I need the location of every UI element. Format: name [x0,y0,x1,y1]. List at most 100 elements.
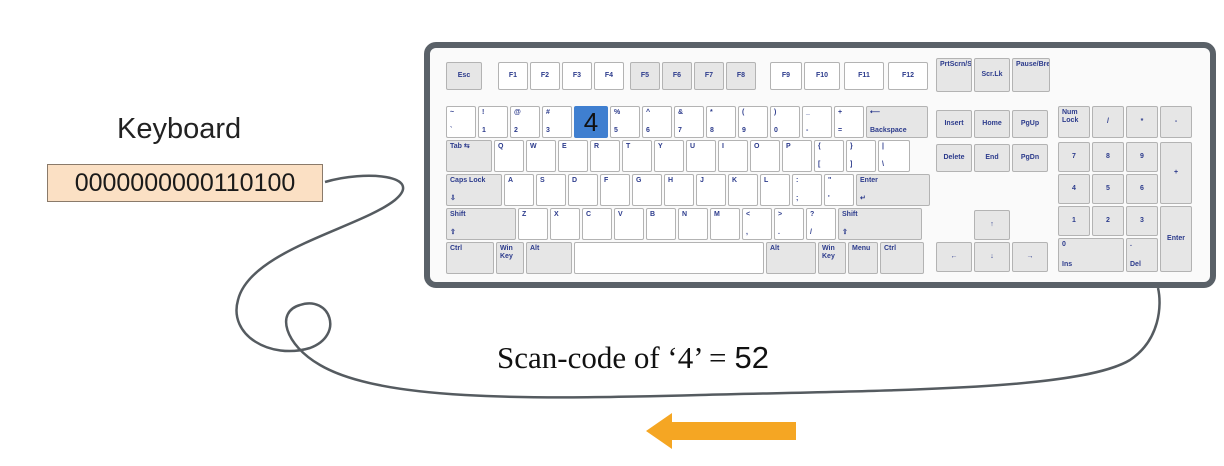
key-alt[interactable]: Alt [526,242,572,274]
key-win-key[interactable]: Win Key [818,242,846,274]
key-f5[interactable]: F5 [630,62,660,90]
key-w[interactable]: W [526,140,556,172]
key-[interactable]: ^6 [642,106,672,138]
key-[interactable]: "' [824,174,854,206]
key-[interactable]: → [1012,242,1048,272]
key-o[interactable]: O [750,140,780,172]
key-enter[interactable]: Enter [1160,206,1192,272]
key-[interactable]: - [1160,106,1192,138]
key-win-key[interactable]: Win Key [496,242,524,274]
key-enter[interactable]: Enter↵ [856,174,930,206]
key-[interactable]: @2 [510,106,540,138]
key-prtscrn-sysrq[interactable]: PrtScrn/SysRq [936,58,972,92]
key-caps-lock[interactable]: Caps Lock⇩ [446,174,502,206]
key-f9[interactable]: F9 [770,62,802,90]
key-end[interactable]: End [974,144,1010,172]
key-ctrl[interactable]: Ctrl [446,242,494,274]
key-[interactable]: %5 [610,106,640,138]
key-[interactable]: !1 [478,106,508,138]
key-v[interactable]: V [614,208,644,240]
key-[interactable]: &7 [674,106,704,138]
key-f11[interactable]: F11 [844,62,884,90]
key-z[interactable]: Z [518,208,548,240]
key-i[interactable]: I [718,140,748,172]
key-[interactable]: ?/ [806,208,836,240]
key-9[interactable]: 9 [1126,142,1158,172]
key-5[interactable]: 5 [1092,174,1124,204]
key-j[interactable]: J [696,174,726,206]
key-delete[interactable]: Delete [936,144,972,172]
key-f3[interactable]: F3 [562,62,592,90]
key-[interactable]: += [834,106,864,138]
key-[interactable]: + [1160,142,1192,204]
key-[interactable]: #3 [542,106,572,138]
key-pgup[interactable]: PgUp [1012,110,1048,138]
key-alt[interactable]: Alt [766,242,816,274]
key-n[interactable]: N [678,208,708,240]
key-[interactable]: / [1092,106,1124,138]
key-d[interactable]: D [568,174,598,206]
key-h[interactable]: H [664,174,694,206]
key-x[interactable]: X [550,208,580,240]
key-[interactable] [574,242,764,274]
key-6[interactable]: 6 [1126,174,1158,204]
key-pause-break[interactable]: Pause/Break [1012,58,1050,92]
key-[interactable]: ⟵Backspace [866,106,928,138]
key-f4[interactable]: F4 [594,62,624,90]
key-home[interactable]: Home [974,110,1010,138]
key-[interactable]: )0 [770,106,800,138]
key-p[interactable]: P [782,140,812,172]
key-[interactable]: {[ [814,140,844,172]
key-[interactable]: ← [936,242,972,272]
key-f6[interactable]: F6 [662,62,692,90]
key-f12[interactable]: F12 [888,62,928,90]
key-[interactable]: ↑ [974,210,1010,240]
key-[interactable]: ↓ [974,242,1010,272]
key-f7[interactable]: F7 [694,62,724,90]
key-e[interactable]: E [558,140,588,172]
key-num-lock[interactable]: Num Lock [1058,106,1090,138]
key-1[interactable]: 1 [1058,206,1090,236]
key-[interactable]: <, [742,208,772,240]
key-4[interactable]: 4 [574,106,608,138]
key-s[interactable]: S [536,174,566,206]
key-l[interactable]: L [760,174,790,206]
key-[interactable]: |\ [878,140,910,172]
key-a[interactable]: A [504,174,534,206]
key-g[interactable]: G [632,174,662,206]
key-f2[interactable]: F2 [530,62,560,90]
key-[interactable]: _- [802,106,832,138]
key-8[interactable]: 8 [1092,142,1124,172]
key-[interactable]: :; [792,174,822,206]
key-2[interactable]: 2 [1092,206,1124,236]
key-f8[interactable]: F8 [726,62,756,90]
key-7[interactable]: 7 [1058,142,1090,172]
key-[interactable]: * [1126,106,1158,138]
key-[interactable]: (9 [738,106,768,138]
key-c[interactable]: C [582,208,612,240]
key-q[interactable]: Q [494,140,524,172]
key-esc[interactable]: Esc [446,62,482,90]
key-insert[interactable]: Insert [936,110,972,138]
key-[interactable]: }] [846,140,876,172]
key-k[interactable]: K [728,174,758,206]
key-tab[interactable]: Tab ⇆ [446,140,492,172]
key-scr-lk[interactable]: Scr.Lk [974,58,1010,92]
key-ctrl[interactable]: Ctrl [880,242,924,274]
key-f1[interactable]: F1 [498,62,528,90]
key-y[interactable]: Y [654,140,684,172]
key-f10[interactable]: F10 [804,62,840,90]
key-m[interactable]: M [710,208,740,240]
key-shift[interactable]: Shift⇧ [446,208,516,240]
key-[interactable]: *8 [706,106,736,138]
key-4[interactable]: 4 [1058,174,1090,204]
key-shift[interactable]: Shift⇧ [838,208,922,240]
key-u[interactable]: U [686,140,716,172]
key-[interactable]: ~` [446,106,476,138]
key-menu[interactable]: Menu [848,242,878,274]
key-[interactable]: >. [774,208,804,240]
key-3[interactable]: 3 [1126,206,1158,236]
key-pgdn[interactable]: PgDn [1012,144,1048,172]
key-t[interactable]: T [622,140,652,172]
key-r[interactable]: R [590,140,620,172]
